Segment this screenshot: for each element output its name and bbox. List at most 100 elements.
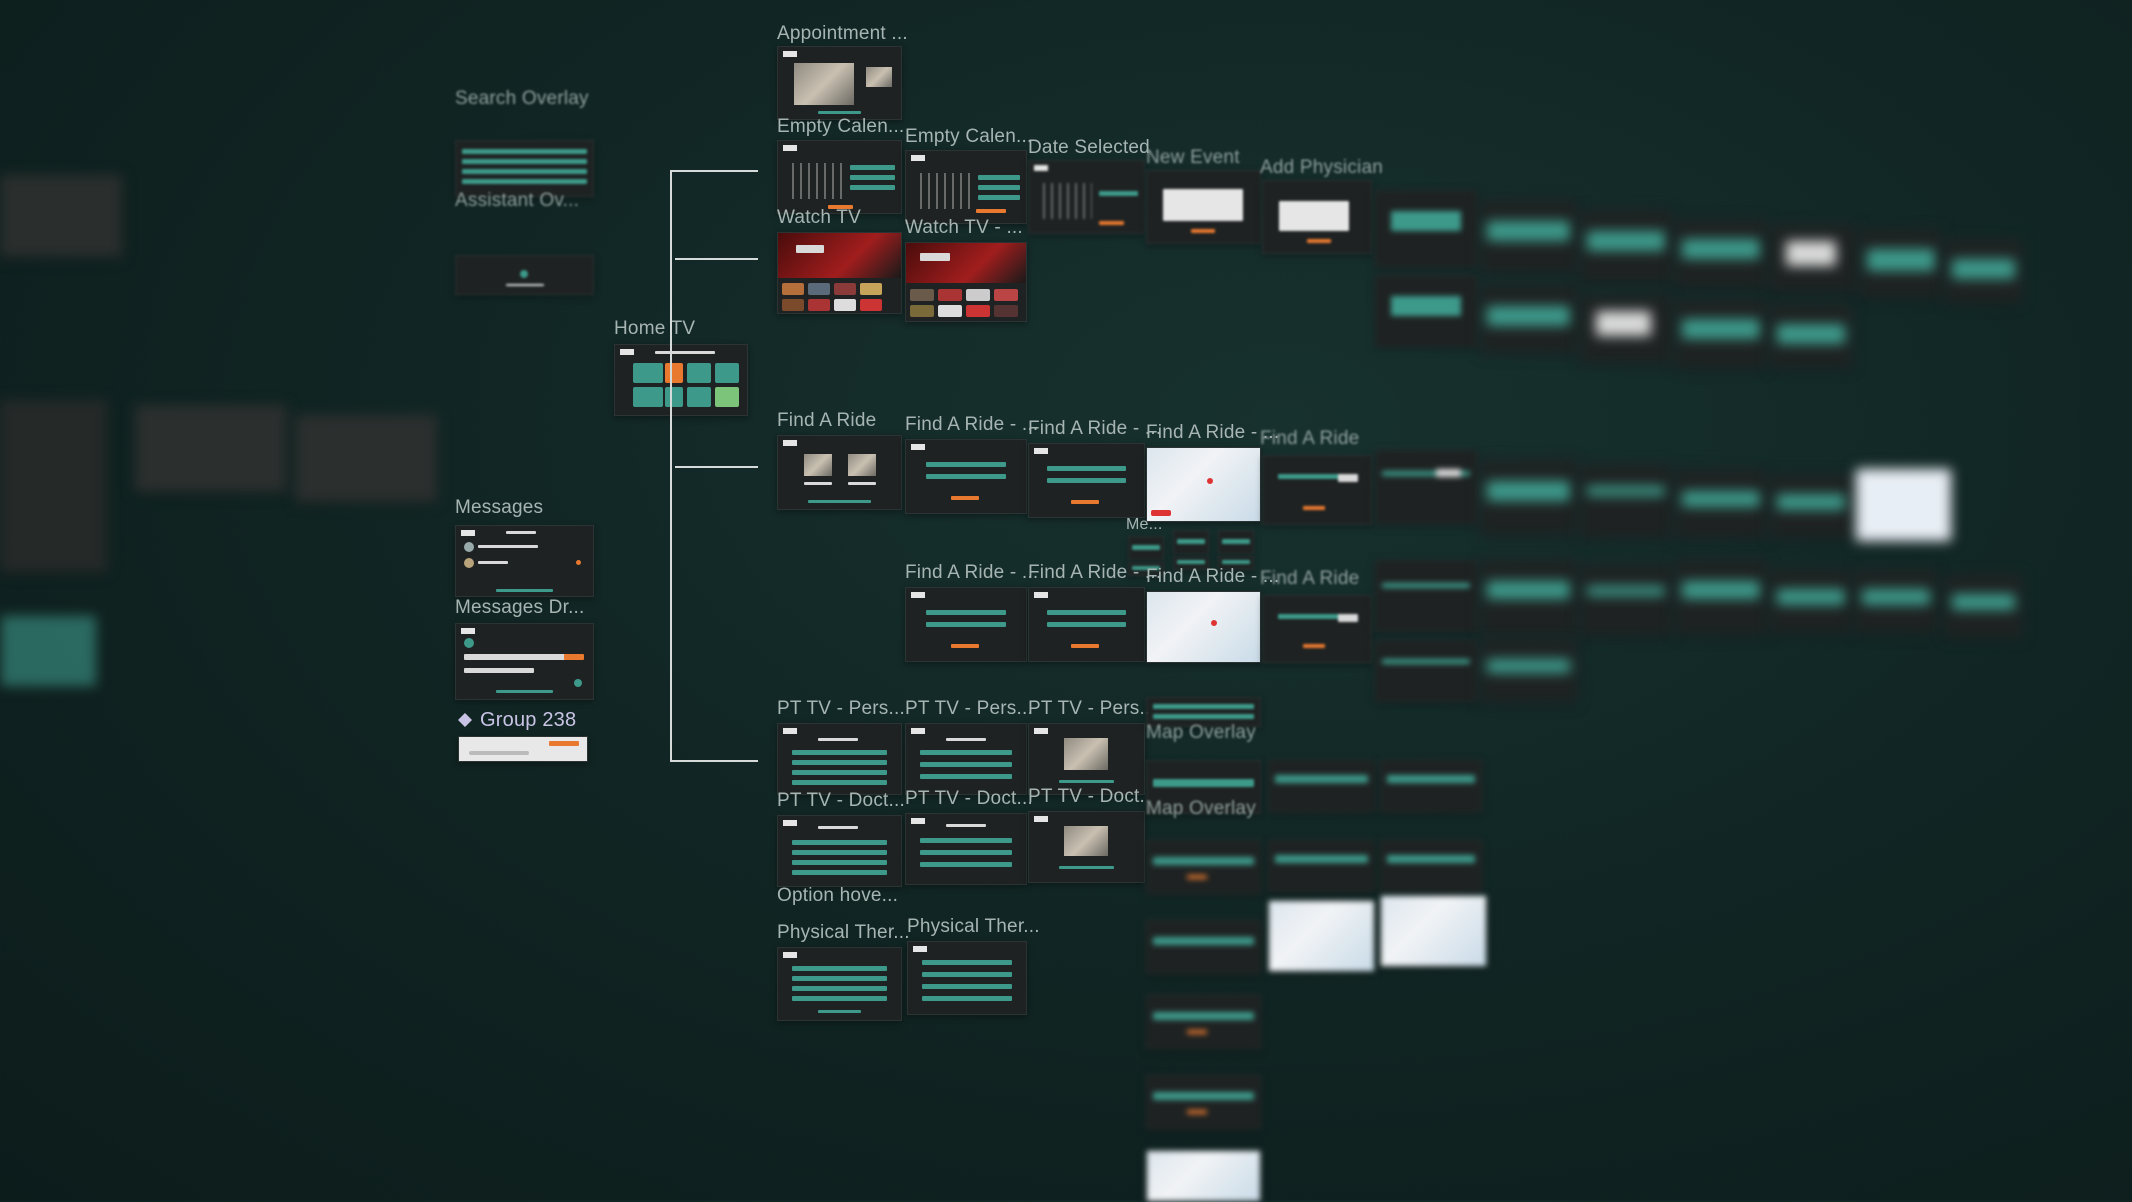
frame-physical-ther-1[interactable] [777, 947, 902, 1021]
frame-label-find-a-ride-4[interactable]: Find A Ride - ... [1146, 422, 1280, 443]
frame-label-map-overlay-2[interactable]: Map Overlay [1146, 798, 1256, 819]
frame-blurred-r1-2[interactable] [1480, 200, 1577, 272]
frame-map-overlay-2[interactable] [1146, 840, 1261, 894]
frame-label-messages-draft[interactable]: Messages Dr... [455, 597, 585, 618]
frame-pt-tv-doct-2[interactable] [905, 813, 1027, 885]
frame-assistant-overlay[interactable] [455, 255, 594, 295]
frame-label-watch-tv[interactable]: Watch TV [777, 207, 861, 228]
frame-watch-tv-2[interactable] [905, 242, 1027, 322]
frame-blurred-r2-5[interactable] [1770, 305, 1852, 367]
frame-label-home-tv[interactable]: Home TV [614, 318, 696, 339]
frame-label-assistant-overlay[interactable]: Assistant Ov... [455, 190, 580, 211]
frame-find-a-ride-8[interactable] [1146, 591, 1261, 663]
frame-label-pt-tv-pers-1[interactable]: PT TV - Pers... [777, 698, 905, 719]
frame-label-new-event[interactable]: New Event [1146, 147, 1240, 168]
frame-blurred-left-3[interactable] [135, 405, 287, 492]
frame-blurred-r1-3[interactable] [1580, 210, 1672, 282]
frame-find-a-ride-4[interactable] [1146, 447, 1261, 522]
frame-map-overlay-top[interactable] [1146, 697, 1261, 727]
frame-map-overlay-5[interactable] [1146, 1075, 1261, 1129]
frame-blurred-m2-4[interactable] [1675, 560, 1767, 634]
frame-blurred-m2-2[interactable] [1480, 560, 1577, 634]
frame-label-add-physician[interactable]: Add Physician [1260, 157, 1384, 178]
frame-label-empty-calendar-2[interactable]: Empty Calen... [905, 126, 1033, 147]
frame-map-overlay-3[interactable] [1146, 920, 1261, 974]
frame-label-search-overlay[interactable]: Search Overlay [455, 88, 589, 109]
frame-map-overlay-1[interactable] [1146, 760, 1261, 814]
frame-find-a-ride-2[interactable] [905, 439, 1027, 514]
frame-find-a-ride[interactable] [777, 435, 902, 510]
frame-blurred-m2-5[interactable] [1770, 570, 1852, 632]
frame-label-find-a-ride-2[interactable]: Find A Ride - ... [905, 414, 1039, 435]
frame-label-pt-tv-pers-2[interactable]: PT TV - Pers... [905, 698, 1033, 719]
frame-label-find-a-ride-5[interactable]: Find A Ride [1260, 428, 1360, 449]
frame-blurred-r1-1[interactable] [1375, 190, 1477, 267]
frame-find-a-ride-6[interactable] [905, 587, 1027, 662]
frame-blurred-r1-7[interactable] [1945, 240, 2022, 302]
frame-blurred-m1-2[interactable] [1480, 460, 1577, 534]
frame-pt-tv-pers-3[interactable] [1028, 723, 1145, 795]
frame-label-find-a-ride-6[interactable]: Find A Ride - ... [905, 562, 1039, 583]
frame-label-find-a-ride-7[interactable]: Find A Ride - ... [1028, 562, 1162, 583]
frame-blurred-left-4[interactable] [295, 415, 437, 502]
frame-map-overlay-4[interactable] [1146, 995, 1261, 1049]
frame-me-2[interactable] [1173, 530, 1209, 554]
frame-blurred-b2-1[interactable] [1268, 840, 1375, 892]
frame-label-find-a-ride-3[interactable]: Find A Ride - ... [1028, 418, 1162, 439]
frame-map-bottom[interactable] [1146, 1150, 1261, 1202]
frame-blurred-r2-4[interactable] [1675, 300, 1767, 367]
frame-label-find-a-ride-9[interactable]: Find A Ride [1260, 568, 1360, 589]
frame-search-overlay[interactable] [455, 140, 594, 197]
frame-label-messages[interactable]: Messages [455, 497, 544, 518]
frame-physical-ther-2[interactable] [907, 941, 1027, 1015]
frame-pt-tv-pers-1[interactable] [777, 723, 902, 795]
frame-pt-tv-doct-1[interactable] [777, 815, 902, 887]
frame-blurred-m1-1[interactable] [1375, 450, 1477, 524]
frame-label-find-a-ride-8[interactable]: Find A Ride - ... [1146, 566, 1280, 587]
frame-pt-tv-doct-3[interactable] [1028, 811, 1145, 883]
frame-label-pt-tv-pers-3[interactable]: PT TV - Pers... [1028, 698, 1156, 719]
frame-label-option-hover[interactable]: Option hove... [777, 885, 899, 906]
frame-new-event[interactable] [1146, 170, 1261, 244]
frame-label-find-a-ride[interactable]: Find A Ride [777, 410, 877, 431]
frame-label-pt-tv-doct-1[interactable]: PT TV - Doct... [777, 790, 905, 811]
frame-label-pt-tv-doct-2[interactable]: PT TV - Doct... [905, 788, 1033, 809]
frame-blurred-r1-4[interactable] [1675, 220, 1767, 287]
frame-label-watch-tv-2[interactable]: Watch TV - ... [905, 217, 1023, 238]
frame-group-238[interactable] [458, 736, 588, 762]
frame-blurred-r2-2[interactable] [1480, 285, 1577, 352]
frame-empty-calendar-2[interactable] [905, 150, 1027, 224]
frame-blurred-left-2[interactable] [0, 400, 107, 572]
frame-home-tv[interactable] [614, 344, 748, 416]
frame-blurred-b3-1[interactable] [1268, 900, 1375, 972]
frame-blurred-r1-6[interactable] [1860, 230, 1942, 297]
frame-label-me[interactable]: Me... [1126, 516, 1163, 533]
frame-label-appointment[interactable]: Appointment ... [777, 23, 908, 44]
frame-blurred-left-1[interactable] [0, 175, 122, 257]
frame-find-a-ride-5[interactable] [1262, 455, 1372, 525]
frame-blurred-m2-1[interactable] [1375, 560, 1477, 632]
frame-label-empty-calendar-1[interactable]: Empty Calen... [777, 116, 905, 137]
frame-label-map-overlay-1[interactable]: Map Overlay [1146, 722, 1256, 743]
frame-label-date-selected[interactable]: Date Selected [1028, 137, 1150, 158]
frame-find-a-ride-3[interactable] [1028, 443, 1145, 518]
frame-messages-draft[interactable] [455, 623, 594, 700]
frame-blurred-m1-5[interactable] [1770, 475, 1852, 537]
frame-add-physician[interactable] [1262, 180, 1372, 254]
frame-blurred-b2-2[interactable] [1380, 840, 1482, 892]
frame-blurred-left-5[interactable] [0, 615, 97, 687]
frame-blurred-b1-2[interactable] [1380, 760, 1482, 812]
frame-blurred-b1-1[interactable] [1268, 760, 1375, 812]
frame-find-a-ride-9[interactable] [1262, 595, 1372, 663]
frame-me-6[interactable] [1218, 556, 1254, 570]
frame-blurred-b3-2[interactable] [1380, 895, 1487, 967]
frame-blurred-r2-3[interactable] [1580, 295, 1672, 362]
frame-label-physical-ther-1[interactable]: Physical Ther... [777, 922, 910, 943]
frame-blurred-m2-3[interactable] [1580, 565, 1672, 635]
frame-empty-calendar-1[interactable] [777, 140, 902, 214]
frame-label-pt-tv-doct-3[interactable]: PT TV - Doct... [1028, 786, 1156, 807]
frame-blurred-r2-1[interactable] [1375, 275, 1477, 347]
frame-pt-tv-pers-2[interactable] [905, 723, 1027, 795]
frame-date-selected[interactable] [1028, 160, 1145, 234]
